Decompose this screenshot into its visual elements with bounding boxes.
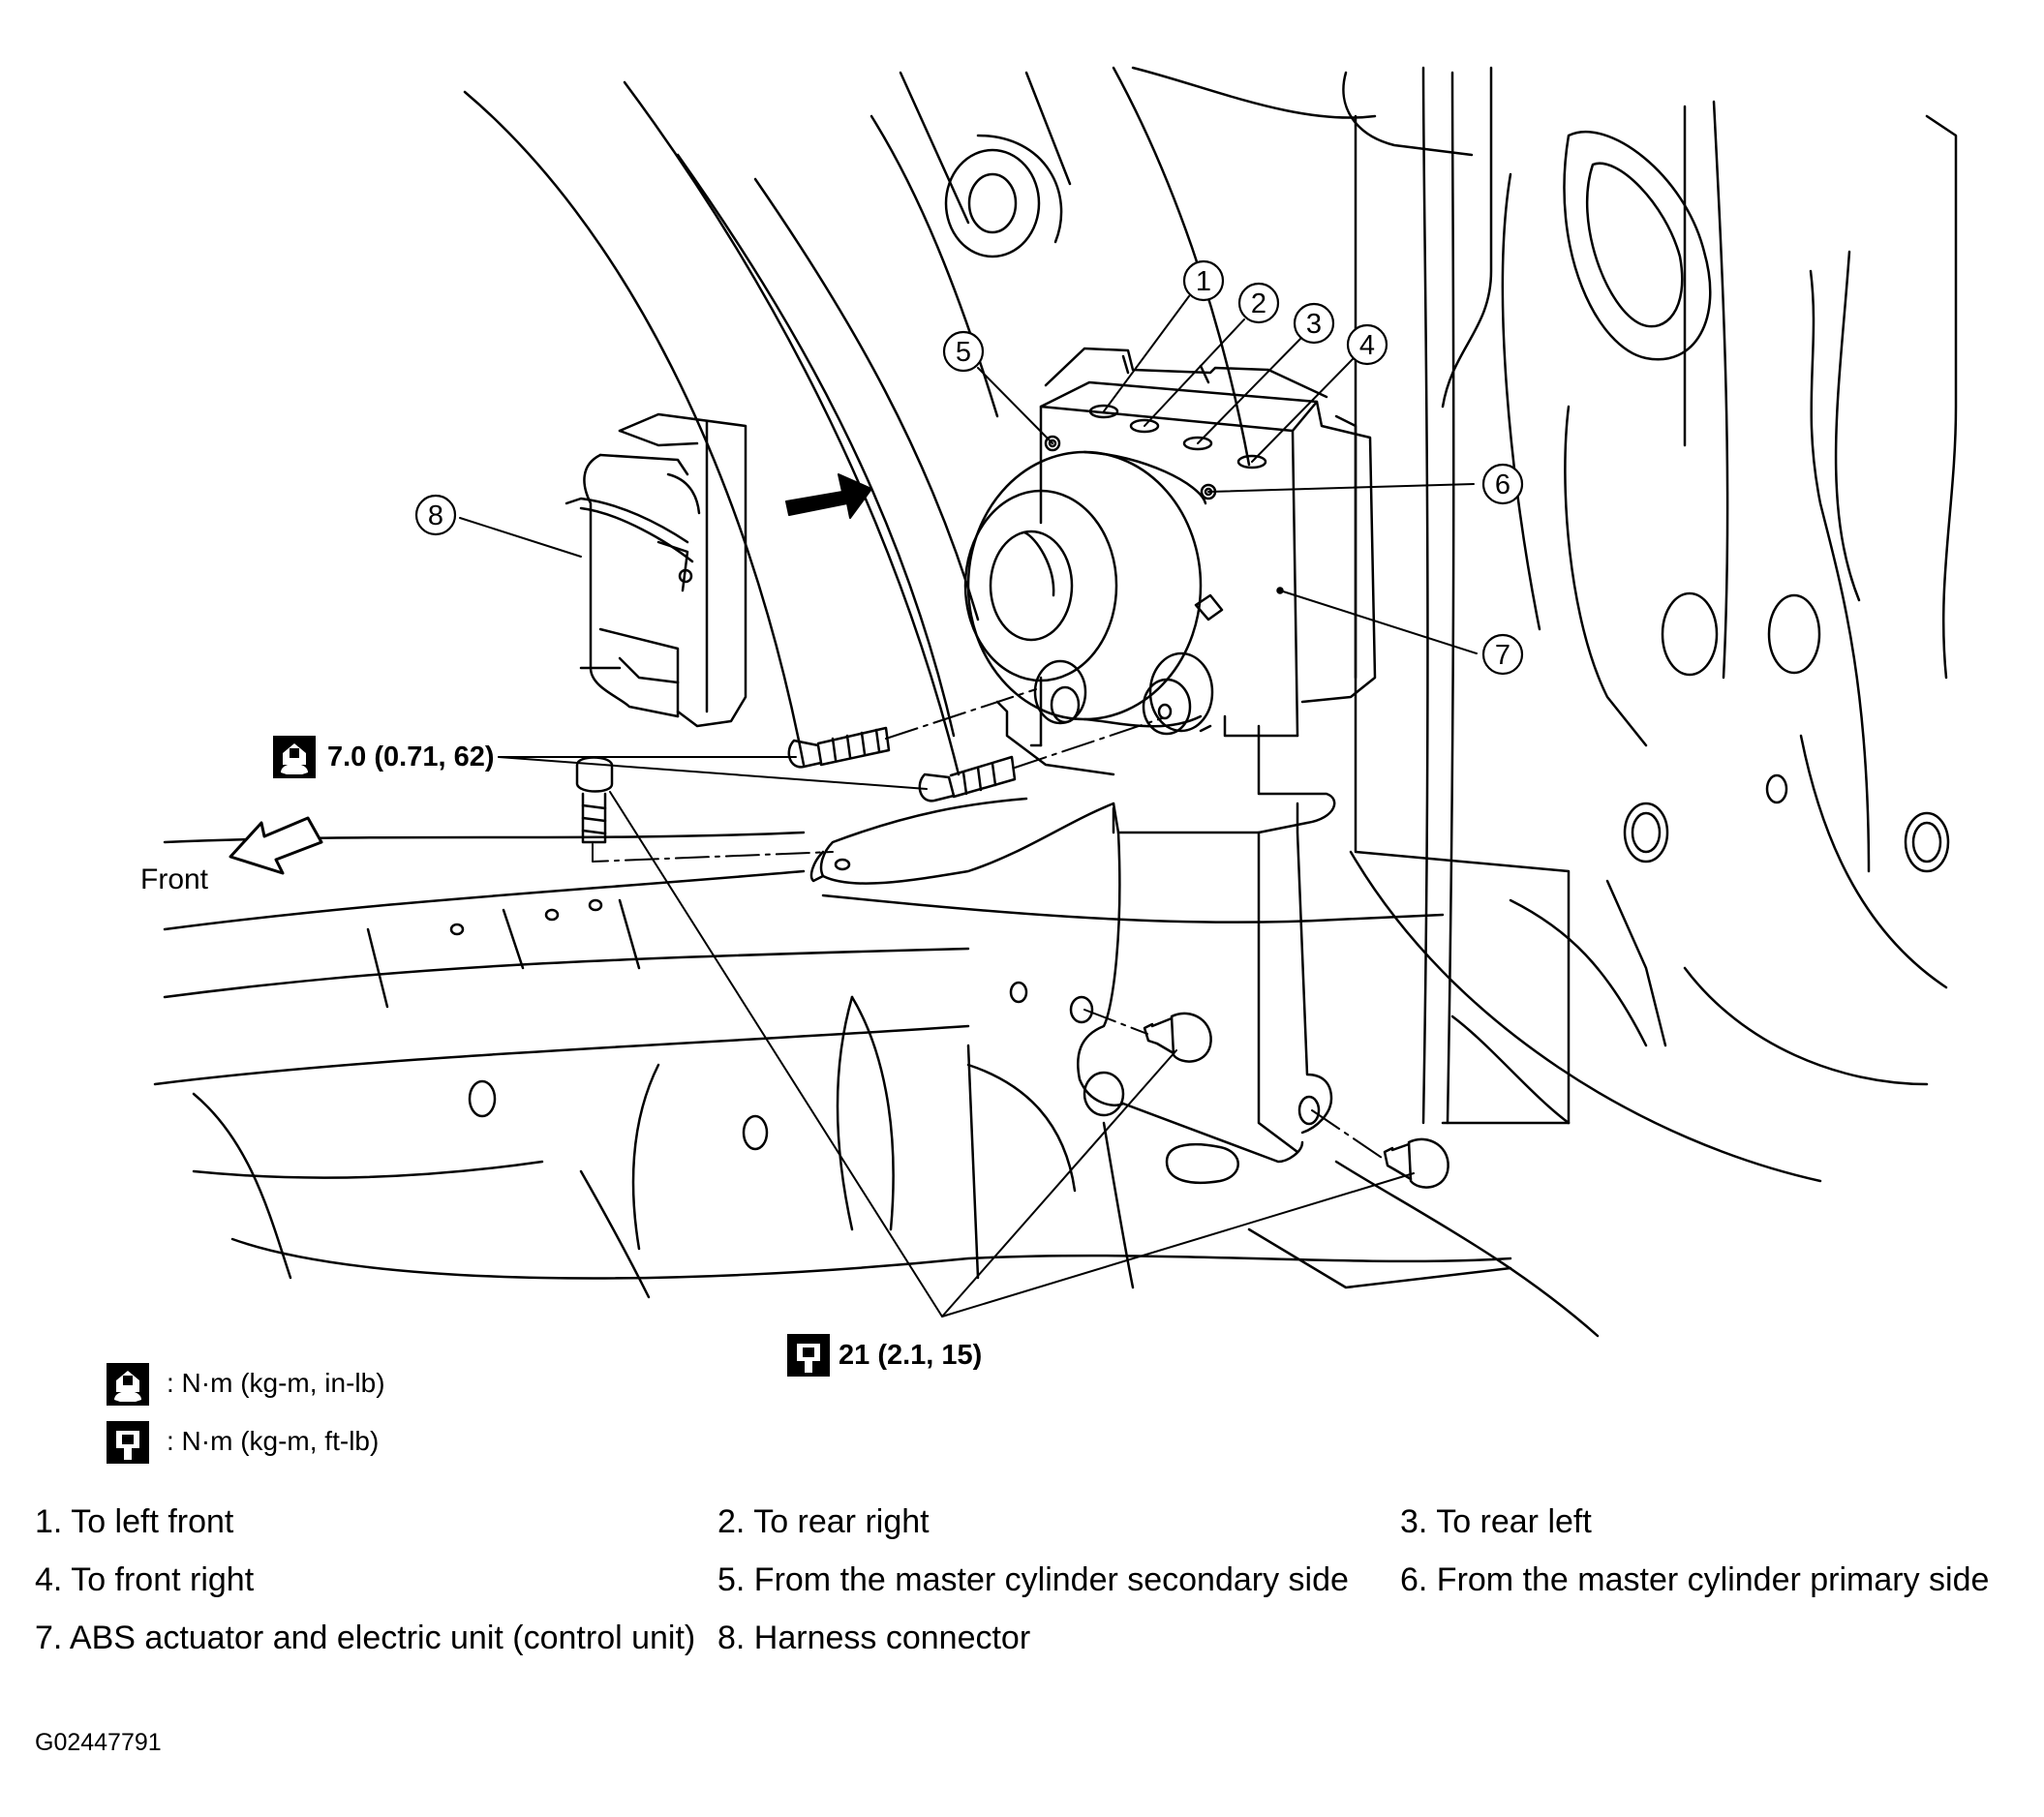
legend-item-1: 1. To left front (35, 1503, 234, 1540)
callout-4: 4 (1346, 323, 1388, 366)
callout-7: 7 (1481, 633, 1524, 676)
legend-item-6: 6. From the master cylinder primary side (1400, 1561, 1990, 1598)
callout-2: 2 (1237, 282, 1280, 324)
svg-text:8: 8 (428, 500, 443, 531)
torque-wrench-small-icon (107, 1363, 149, 1406)
body-structure (463, 66, 1958, 1183)
mounting-bracket (809, 700, 1336, 1164)
leader-lines (459, 295, 1478, 1317)
svg-text:7.0 (0.71, 62): 7.0 (0.71, 62) (327, 742, 495, 772)
legend-item-empty (1400, 1617, 2029, 1659)
bolts (575, 726, 1449, 1189)
floor-structure (153, 831, 1600, 1338)
callout-8: 8 (414, 494, 457, 536)
legend-item-3: 3. To rear left (1400, 1503, 1592, 1540)
svg-text:7: 7 (1495, 640, 1510, 671)
legend-item-4: 4. To front right (35, 1561, 255, 1598)
figure-id: G02447791 (35, 1729, 162, 1756)
svg-text:6: 6 (1495, 469, 1510, 500)
callout-3: 3 (1293, 302, 1335, 345)
front-label: Front (140, 863, 209, 895)
svg-text:2: 2 (1251, 288, 1266, 319)
callout-1: 1 (1182, 259, 1225, 302)
svg-text:21 (2.1, 15): 21 (2.1, 15) (839, 1340, 982, 1371)
legend-row: 7. ABS actuator and electric unit (contr… (35, 1617, 2029, 1659)
svg-text:4: 4 (1359, 330, 1375, 361)
legend-item-8: 8. Harness connector (717, 1620, 1031, 1656)
legend-item-7: 7. ABS actuator and electric unit (contr… (35, 1620, 696, 1656)
parts-legend: 1. To left front 2. To rear right 3. To … (35, 1500, 2029, 1675)
torque-wrench-small-icon (273, 736, 316, 778)
units-key-row-2: : N·m (kg-m, ft-lb) (107, 1421, 379, 1464)
abs-actuator-unit (963, 347, 1377, 747)
torque-label-small: 7.0 (0.71, 62) (273, 736, 495, 778)
legend-row: 4. To front right 5. From the master cyl… (35, 1559, 2029, 1601)
callout-5: 5 (942, 330, 985, 373)
legend-row: 1. To left front 2. To rear right 3. To … (35, 1500, 2029, 1543)
callout-6: 6 (1481, 463, 1524, 505)
svg-text:3: 3 (1306, 309, 1322, 340)
svg-text:1: 1 (1196, 266, 1211, 297)
legend-item-2: 2. To rear right (717, 1503, 930, 1540)
alignment-lines (592, 688, 1386, 1161)
harness-connector (564, 412, 747, 728)
torque-label-large: 21 (2.1, 15) (787, 1334, 982, 1377)
torque-wrench-large-icon (787, 1334, 830, 1377)
legend-item-5: 5. From the master cylinder secondary si… (717, 1561, 1349, 1598)
svg-text:: N·m (kg-m, ft-lb): : N·m (kg-m, ft-lb) (167, 1426, 379, 1456)
svg-text:: N·m (kg-m, in-lb): : N·m (kg-m, in-lb) (167, 1368, 385, 1398)
torque-wrench-large-icon (107, 1421, 149, 1464)
svg-text:5: 5 (956, 337, 971, 368)
units-key-row-1: : N·m (kg-m, in-lb) (107, 1363, 385, 1406)
front-direction-arrow (229, 816, 323, 875)
install-arrow (785, 473, 872, 519)
